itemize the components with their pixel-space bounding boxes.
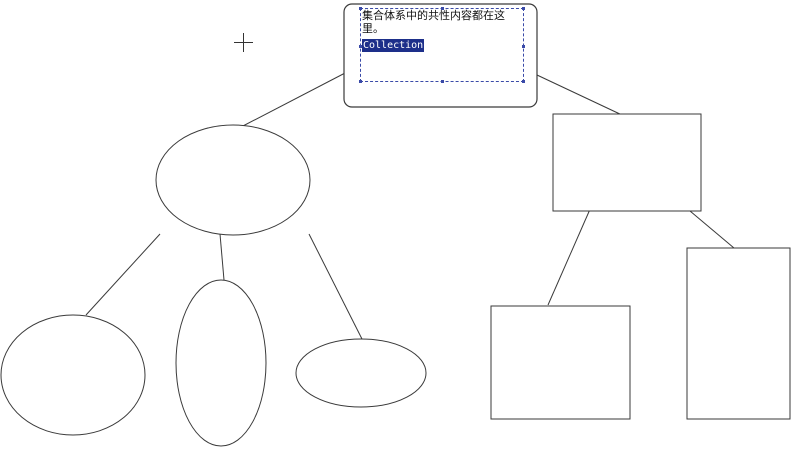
link-ellipse-to-left-child [85, 233, 161, 316]
selection-handle-top-left[interactable] [359, 7, 362, 10]
ellipse-parent-node[interactable] [155, 124, 311, 236]
selection-handle-top-right[interactable] [522, 7, 525, 10]
ellipse-child-middle[interactable] [175, 279, 267, 447]
link-ellipse-to-right-child [308, 233, 364, 342]
selection-handle-bottom-middle[interactable] [441, 80, 444, 83]
link-rect-to-right-child [689, 210, 735, 249]
link-root-to-rect-parent [536, 74, 623, 116]
crosshair-cursor-icon [234, 33, 253, 52]
rect-parent-node[interactable] [552, 113, 702, 212]
selection-handle-middle-right[interactable] [522, 45, 525, 48]
selection-handle-bottom-right[interactable] [522, 80, 525, 83]
selection-handle-middle-left[interactable] [359, 45, 362, 48]
link-rect-to-left-child [547, 206, 592, 306]
link-root-to-ellipse-parent [240, 71, 348, 128]
root-node-description-text: 集合体系中的共性内容都在这里。 [362, 9, 505, 35]
selection-handle-top-middle[interactable] [441, 7, 444, 10]
selection-handle-bottom-left[interactable] [359, 80, 362, 83]
link-ellipse-to-middle-child [219, 233, 225, 281]
rect-child-right[interactable] [686, 247, 791, 420]
ellipse-child-left[interactable] [0, 314, 146, 436]
rect-child-left[interactable] [490, 305, 631, 420]
ellipse-child-right[interactable] [295, 338, 427, 408]
root-node-text-editor[interactable]: 集合体系中的共性内容都在这里。 Collection [359, 7, 525, 83]
selected-text-collection[interactable]: Collection [362, 39, 425, 52]
